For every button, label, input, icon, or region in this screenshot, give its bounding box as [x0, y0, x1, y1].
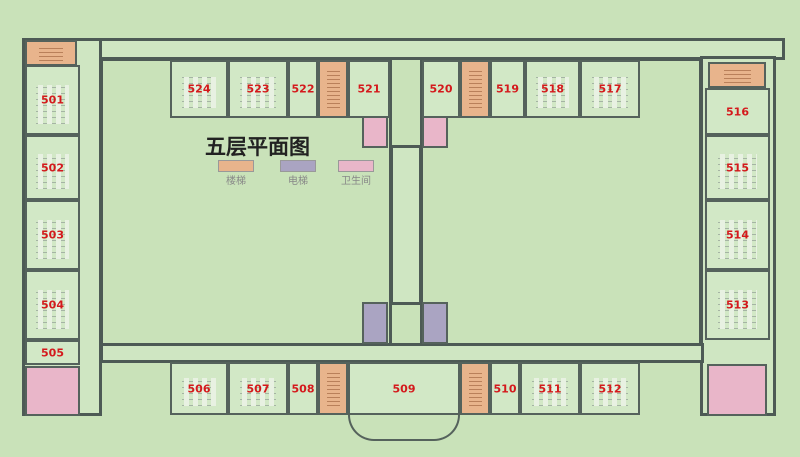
room-label: 506: [187, 382, 211, 395]
room-label: 512: [598, 382, 622, 395]
desks: [536, 77, 569, 109]
room-520: 520: [422, 60, 460, 118]
legend-label: 电梯: [288, 176, 308, 187]
room-514: 514: [705, 200, 770, 270]
room-511: 511: [520, 362, 580, 415]
room-504: 504: [25, 270, 80, 340]
legend-label: 卫生间: [341, 176, 371, 187]
room-label: 524: [187, 82, 211, 96]
room-label: 523: [246, 82, 270, 96]
entrance: [348, 415, 460, 441]
room-label: 505: [41, 346, 64, 359]
room-518: 518: [525, 60, 580, 118]
room-label: 518: [541, 82, 564, 96]
legend-restroom: 卫生间: [338, 160, 374, 187]
restroom-swatch: [338, 160, 374, 172]
staircase: [25, 40, 77, 66]
room-label: 511: [538, 382, 562, 395]
restroom: [362, 112, 388, 148]
desks: [592, 377, 628, 407]
staircase: [318, 60, 348, 118]
room-510: 510: [490, 362, 520, 415]
room-506: 506: [170, 362, 228, 415]
room-524: 524: [170, 60, 228, 118]
legend-label: 楼梯: [226, 176, 246, 187]
restroom: [707, 364, 767, 416]
room-513: 513: [705, 270, 770, 340]
room-517: 517: [580, 60, 640, 118]
room-516: 516: [705, 88, 770, 135]
staircase: [460, 362, 490, 415]
elevator: [422, 302, 448, 344]
room-label: 508: [291, 382, 315, 395]
staircase: [460, 60, 490, 118]
central-corridor: [390, 145, 422, 305]
room-512: 512: [580, 362, 640, 415]
desks: [181, 377, 217, 407]
top-corridor: [22, 38, 785, 60]
room-503: 503: [25, 200, 80, 270]
desks: [36, 290, 69, 329]
staircase: [318, 362, 348, 415]
room-label: 514: [726, 228, 749, 242]
desks: [592, 77, 628, 109]
room-515: 515: [705, 135, 770, 200]
desks: [240, 377, 276, 407]
room-label: 513: [726, 298, 749, 312]
desks: [717, 154, 758, 190]
desks: [36, 154, 69, 190]
room-label: 510: [493, 382, 517, 395]
desks: [717, 220, 758, 259]
room-521: 521: [348, 60, 390, 118]
room-label: 515: [726, 161, 749, 174]
room-label: 504: [41, 298, 64, 312]
room-523: 523: [228, 60, 288, 118]
room-508: 508: [288, 362, 318, 415]
staircase: [708, 62, 766, 88]
desks: [240, 77, 276, 109]
restroom: [25, 366, 80, 416]
room-label: 509: [392, 382, 416, 395]
room-502: 502: [25, 135, 80, 200]
room-label: 516: [726, 105, 749, 118]
elevator: [362, 302, 388, 344]
room-label: 520: [429, 82, 453, 96]
room-519: 519: [490, 60, 525, 118]
room-501: 501: [25, 65, 80, 135]
room-505: 505: [25, 340, 80, 365]
desks: [36, 85, 69, 124]
legend-stairs: 楼梯: [218, 160, 254, 187]
room-label: 503: [41, 228, 64, 242]
room-522: 522: [288, 60, 318, 118]
desks: [181, 77, 217, 109]
bottom-corridor: [100, 343, 704, 363]
elevator-swatch: [280, 160, 316, 172]
room-label: 502: [41, 161, 64, 174]
desks: [532, 377, 568, 407]
room-label: 517: [598, 82, 622, 96]
room-label: 501: [41, 93, 64, 107]
stairs-swatch: [218, 160, 254, 172]
legend-elevator: 电梯: [280, 160, 316, 187]
plan-title: 五层平面图: [205, 135, 310, 159]
desks: [717, 290, 758, 329]
room-label: 507: [246, 382, 270, 395]
room-507: 507: [228, 362, 288, 415]
room-label: 519: [496, 82, 519, 96]
desks: [36, 220, 69, 259]
room-label: 521: [357, 82, 381, 96]
room-509: 509: [348, 362, 460, 415]
room-label: 522: [291, 82, 315, 96]
